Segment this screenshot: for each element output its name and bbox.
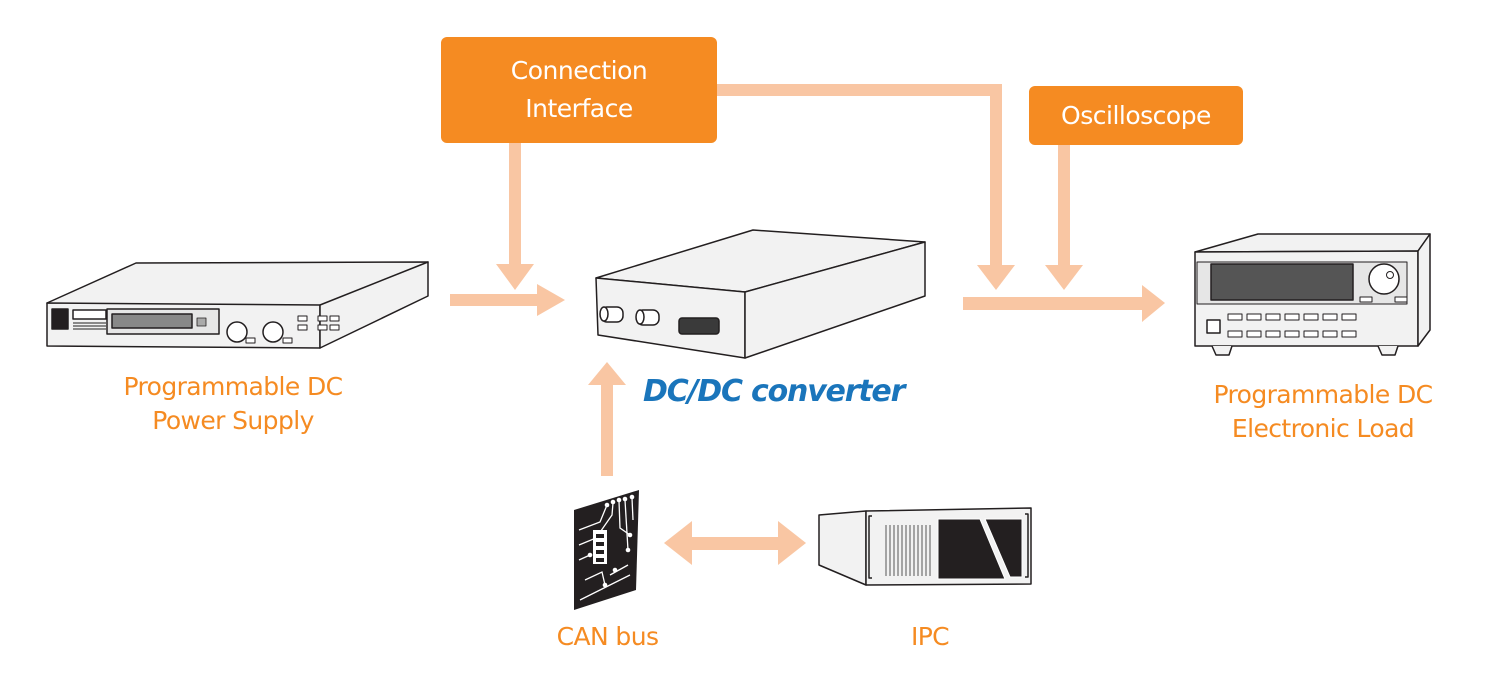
electronic-load-label-line1: Programmable DC: [1213, 380, 1433, 409]
electronic-load-label: Programmable DC Electronic Load: [1190, 378, 1456, 446]
arrow-can-bus-ipc-bidirectional: [664, 521, 806, 565]
connection-interface-label-line2: Interface: [525, 94, 633, 123]
connection-interface-label-line1: Connection: [510, 56, 648, 85]
power-supply-label: Programmable DC Power Supply: [100, 370, 366, 438]
dut-label: DC/DC converter: [643, 374, 905, 409]
arrow-dut-to-load: [963, 285, 1165, 322]
connection-interface-box: Connection Interface: [441, 37, 717, 143]
electronic-load-label-line2: Electronic Load: [1231, 414, 1415, 443]
oscilloscope-box: Oscilloscope: [1029, 86, 1243, 145]
arrow-interface-to-dut-output: [716, 84, 1015, 290]
can-bus-label: CAN bus: [556, 622, 659, 651]
oscilloscope-label: Oscilloscope: [1061, 100, 1211, 130]
power-supply-label-line2: Power Supply: [152, 406, 314, 435]
arrow-oscilloscope-to-dut-output: [1045, 144, 1083, 290]
arrow-can-bus-to-dut: [588, 362, 626, 476]
power-supply-label-line1: Programmable DC: [123, 372, 343, 401]
arrow-power-supply-to-dut: [450, 284, 565, 316]
ipc-label: IPC: [910, 622, 950, 651]
arrow-interface-to-dut-input: [496, 143, 534, 290]
